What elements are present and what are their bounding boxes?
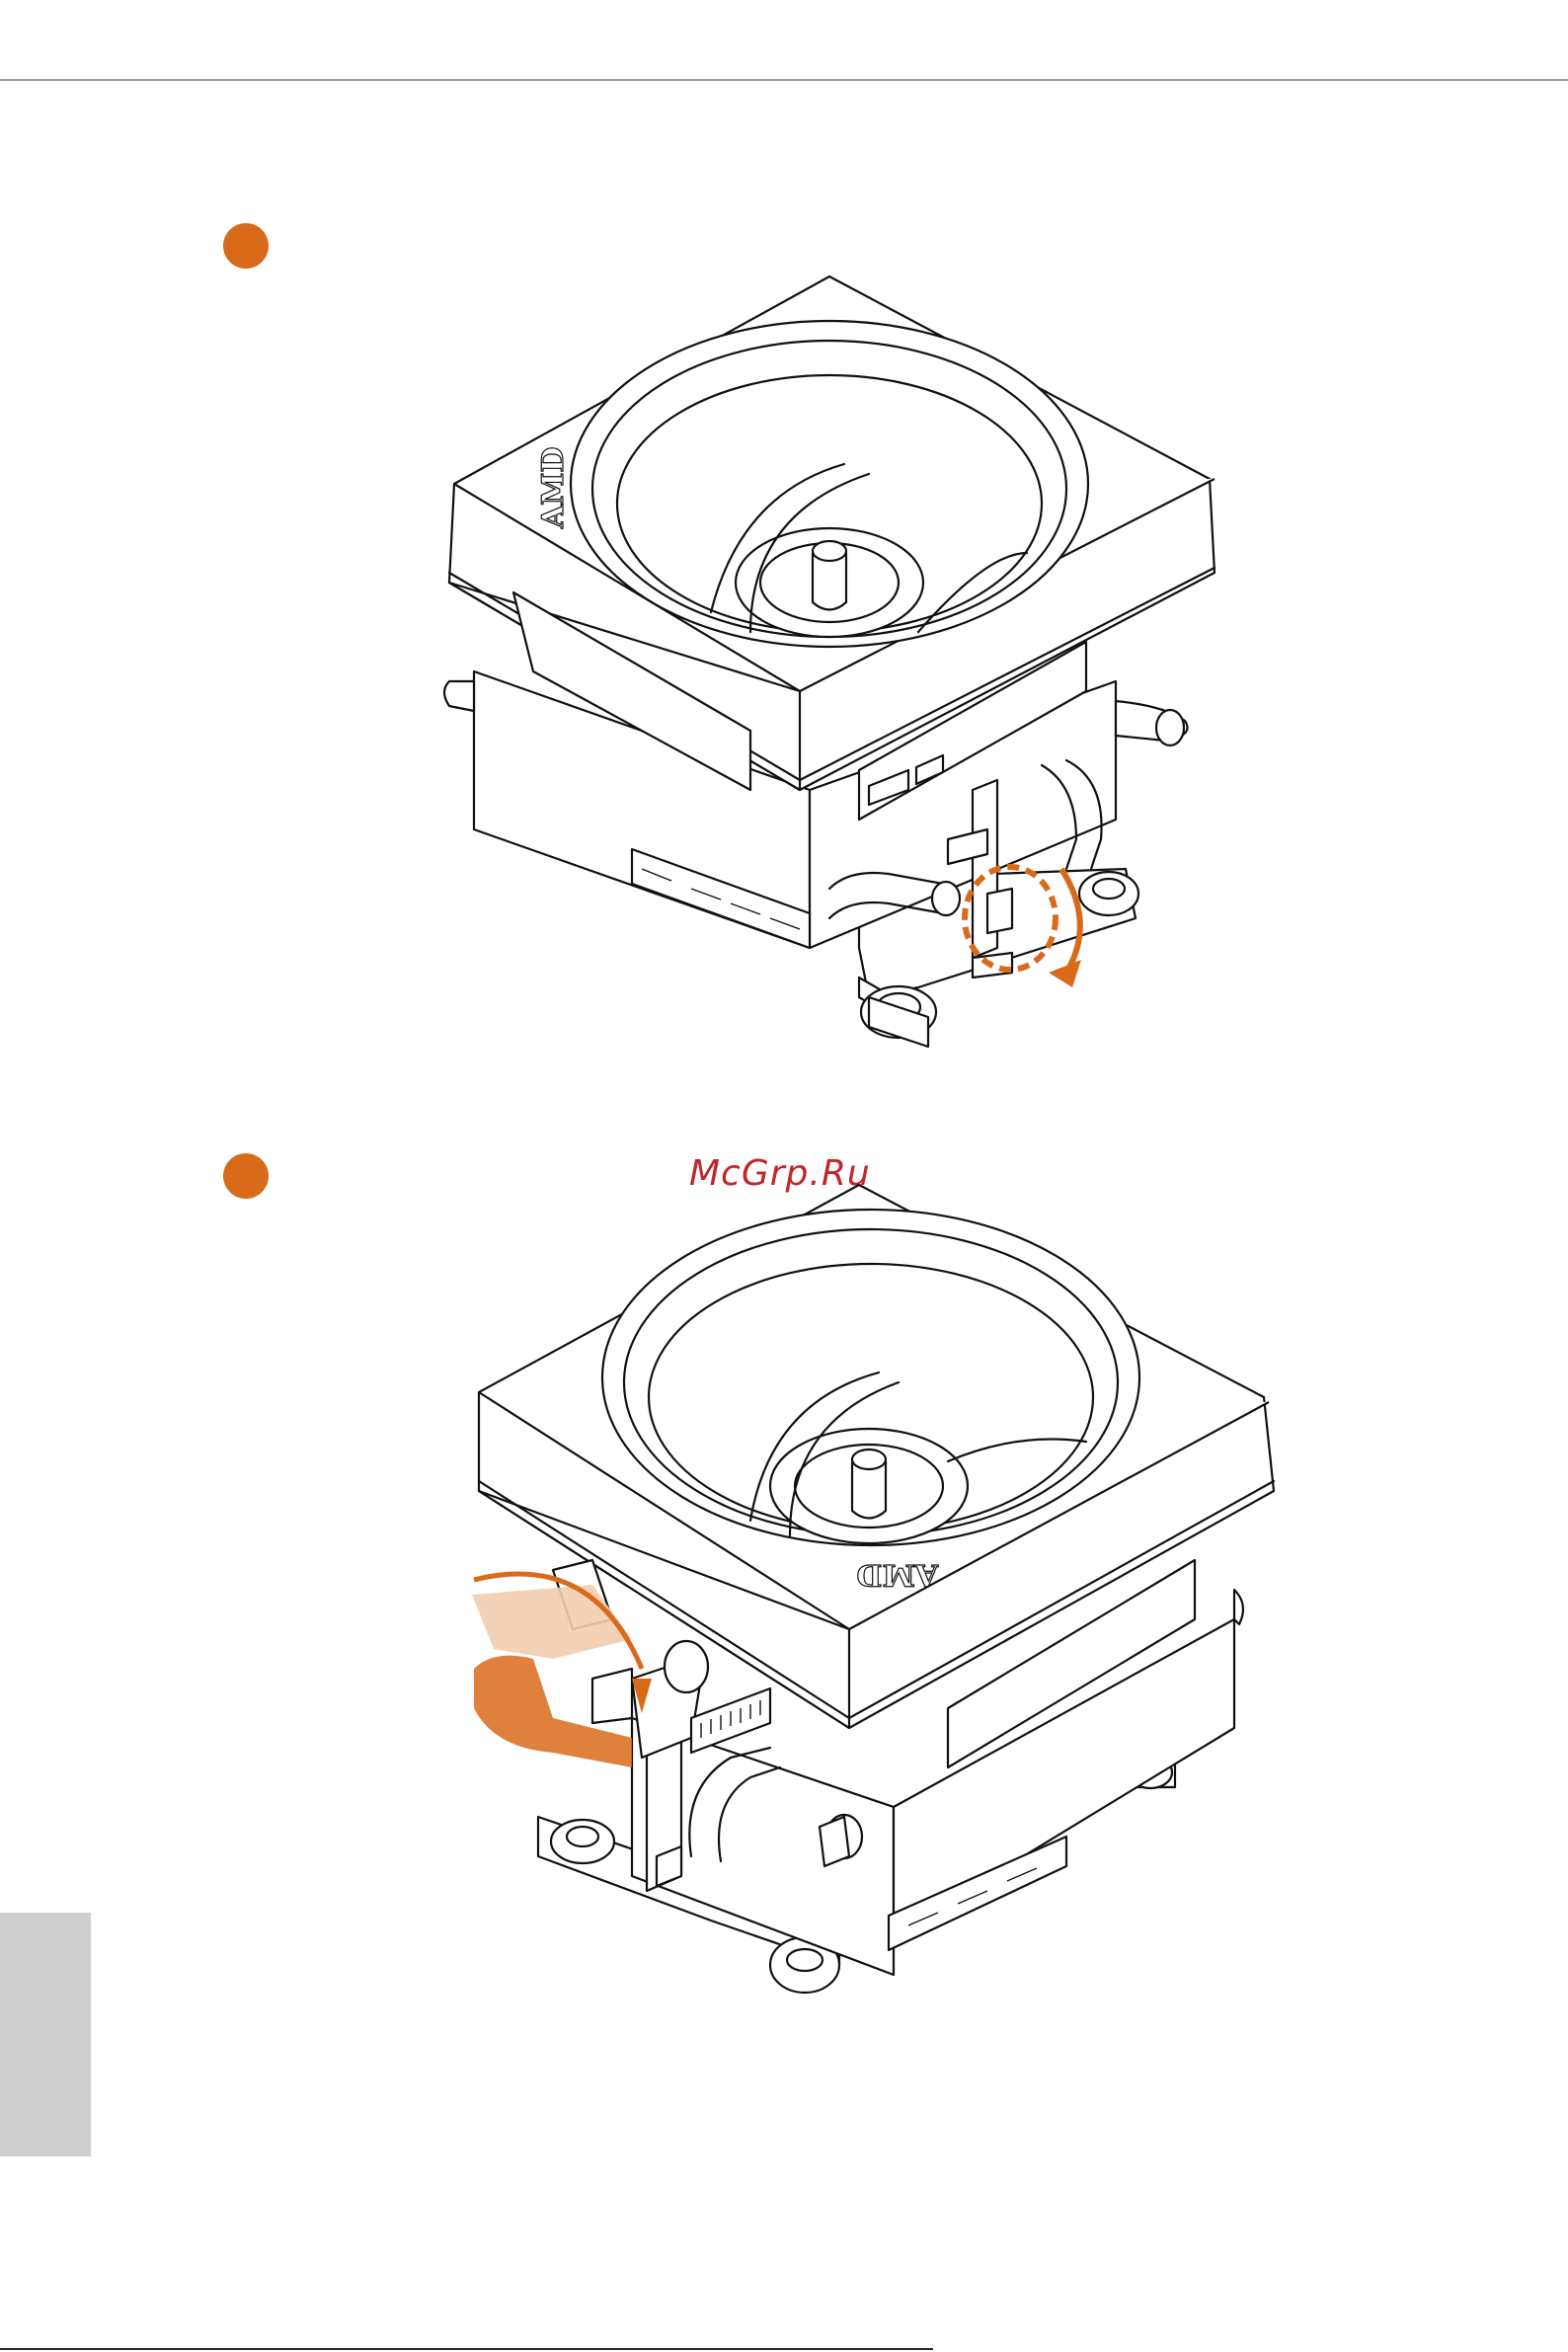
footer-rule — [0, 2348, 933, 2350]
amd-logo-2: AMD — [857, 1557, 940, 1592]
